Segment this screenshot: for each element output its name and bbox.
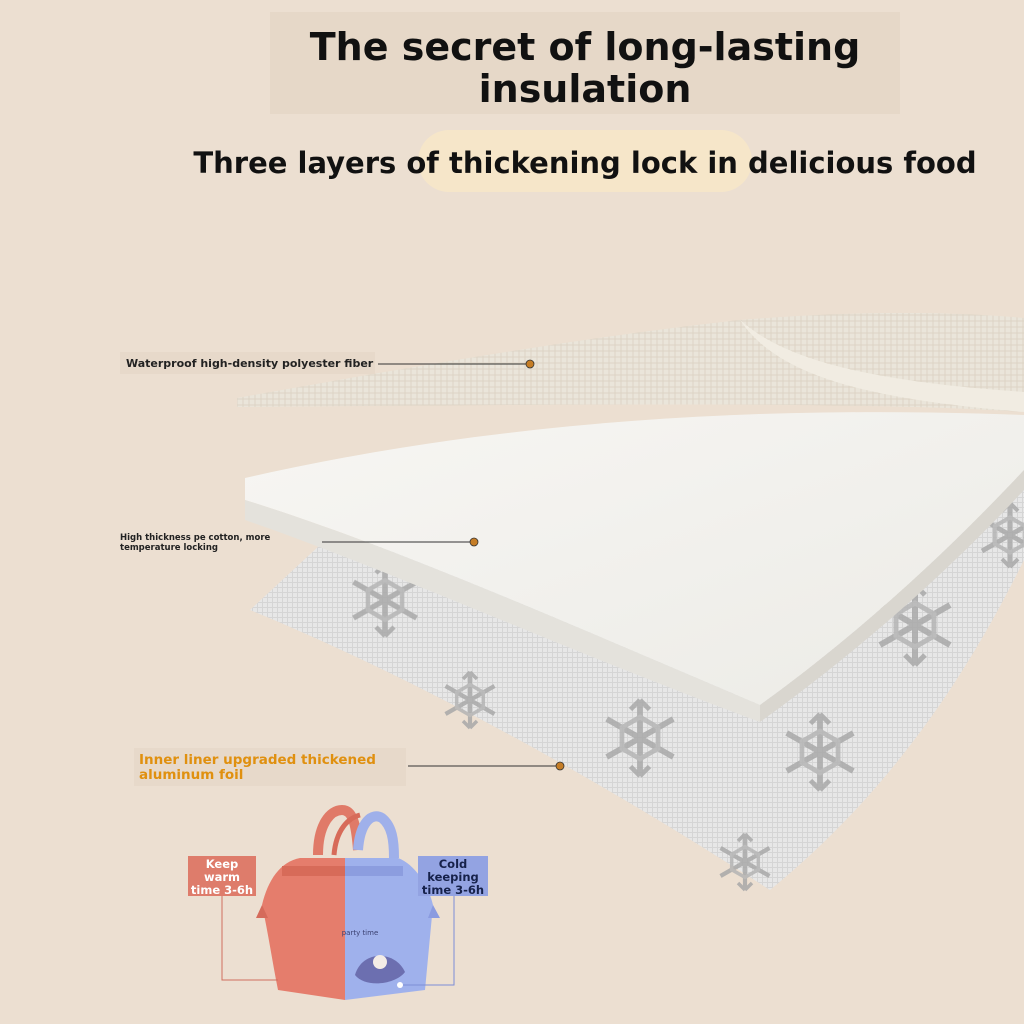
leader-dot-2 [469,537,479,547]
leader-dot-1 [525,359,535,369]
cold-connector-line [400,895,455,986]
page-title: The secret of long-lasting insulation [309,25,861,111]
cold-connector-dot [397,982,403,988]
lunch-bag-illustration [256,804,440,1000]
polyester-layer-fold [740,320,1024,412]
page-subtitle: Three layers of thickening lock in delic… [193,146,977,180]
polyester-layer-shape [237,313,1024,412]
cotton-layer-side [760,470,1024,722]
layer-label-foil: Inner liner upgraded thickened aluminum … [139,752,376,783]
layer-label-cotton: High thickness pe cotton, more temperatu… [120,533,271,553]
leader-dot-3 [555,761,565,771]
cotton-layer-edge [245,480,760,722]
cotton-layer-top [245,412,1024,705]
layer-label-polyester: Waterproof high-density polyester fiber [126,357,374,370]
label-3-bg [134,748,406,786]
label-1-bg [120,352,375,374]
cold-time-tag: Cold keeping time 3-6h [418,856,488,897]
bag-print-text: party time [342,929,379,937]
warm-connector-line [221,895,278,981]
warm-time-tag: Keep warm time 3-6h [188,856,256,897]
title-band [270,12,900,114]
subtitle-highlight [418,130,752,192]
